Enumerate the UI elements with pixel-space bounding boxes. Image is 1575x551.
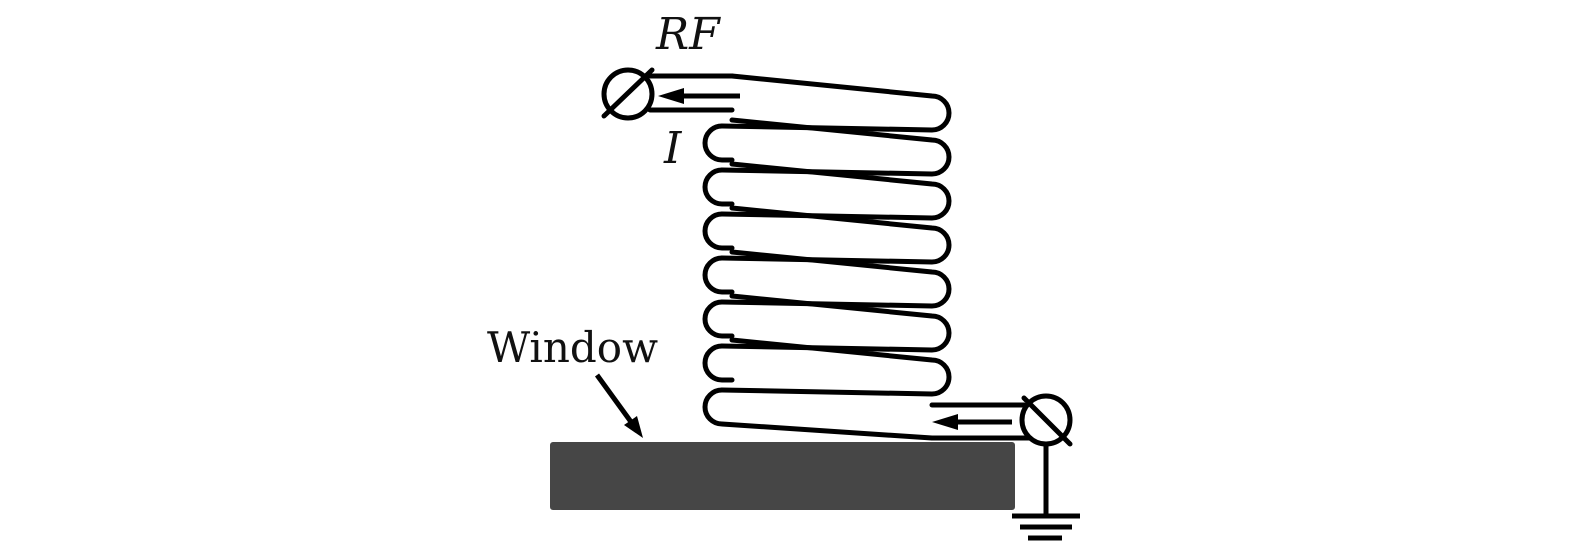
coil-turn <box>719 117 952 177</box>
coil-turn <box>719 161 952 221</box>
window-pointer-arrow <box>594 373 643 438</box>
rf-source-bottom <box>929 393 1073 517</box>
window-label: Window <box>487 323 658 372</box>
coil-return-loop <box>702 167 735 207</box>
coil-turn <box>719 205 952 265</box>
coil-return-loop <box>702 255 735 295</box>
coil-turn <box>719 249 952 309</box>
window-slab <box>550 442 1015 510</box>
coil-turn <box>719 293 952 353</box>
coil-return-loop <box>702 299 735 339</box>
current-arrow-bottom <box>932 414 1012 430</box>
coil-turn <box>719 73 952 133</box>
current-label: I <box>663 123 683 174</box>
rf-label: RF <box>655 9 721 60</box>
rf-source-top <box>601 67 735 121</box>
coil-winding <box>702 73 952 441</box>
coil-return-loop <box>702 123 735 163</box>
coil-return-loop <box>702 211 735 251</box>
ground-symbol <box>1012 513 1080 541</box>
coil-bottom-lead <box>702 387 935 441</box>
current-arrow-top <box>658 88 740 104</box>
coil-return-loop <box>702 343 735 383</box>
coil-turn <box>719 337 952 397</box>
